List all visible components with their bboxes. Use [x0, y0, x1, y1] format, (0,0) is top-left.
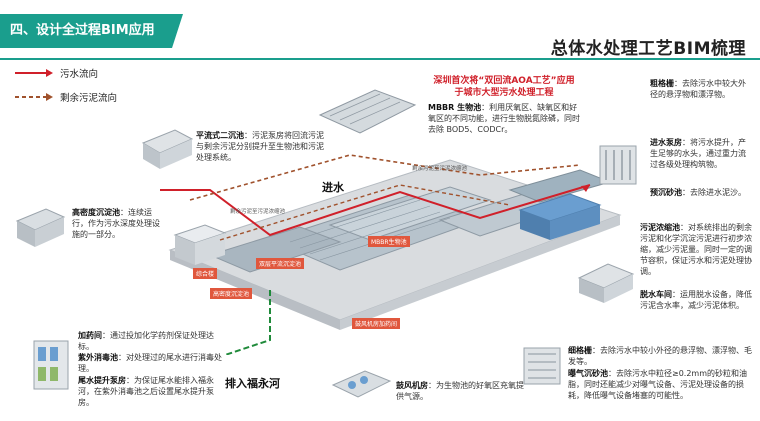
page-title: 总体水处理工艺BIM梳理	[550, 39, 746, 59]
note-aerated-grit: 曝气沉砂池：去除污水中粒径≥0.2mm的砂粒和油脂，同时还能减少对曝气设备、污泥…	[568, 368, 753, 401]
note-mbbr: MBBR 生物池：利用厌氧区、缺氧区和好氧区的不同功能，进行生物脱氮除磷，同时去…	[428, 102, 583, 135]
note-sedimentation: 平流式二沉池：污泥泵房将回流污泥与剩余污泥分别提升至生物池和污泥处理系统。	[196, 130, 328, 163]
note-blower-text: ：为生物池的好氧区充氧提供气源。	[396, 381, 524, 401]
note-pre-sand-title: 预沉砂池	[650, 188, 682, 197]
note-thickener-text: ：对系统排出的剩余污泥和化学沉淀污泥进行初步浓缩，减少污泥量。同时一定的调节容积…	[640, 223, 752, 276]
note-inlet-pump-title: 进水泵房	[650, 138, 682, 147]
high-density-thumbnail	[15, 208, 66, 247]
note-aerated-grit-title: 曝气沉砂池	[568, 369, 608, 378]
note-tail-pump-text: ：为保证尾水能排入福永河，在紫外消毒池之后设置尾水提升泵房。	[78, 376, 214, 407]
tag-mbbr: MBBR生物池	[368, 236, 410, 247]
coarse-screen-thumbnail	[599, 145, 637, 185]
note-high-density: 高密度沉淀池：连续运行，作为污水深度处理设施的一部分。	[72, 207, 162, 240]
blower-thumbnail	[331, 370, 392, 398]
note-blower-title: 鼓风机房	[396, 381, 428, 390]
note-dewatering-text: ：运用脱水设备，降低污泥含水率，减少污泥体积。	[640, 290, 752, 310]
note-dewatering: 脱水车间：运用脱水设备，降低污泥含水率，减少污泥体积。	[640, 289, 755, 311]
tag-double-sed: 双层平流沉淀池	[256, 258, 305, 269]
dosing-thumbnail	[33, 340, 69, 390]
tag-office: 综合楼	[193, 268, 218, 279]
note-dosing-text: ：通过投加化学药剂保证处理达标。	[78, 331, 214, 351]
legend-sludge-label: 剩余污泥流向	[60, 93, 118, 104]
aoa-callout: 深圳首次将“双回流AOA工艺”应用 于城市大型污水处理工程	[418, 75, 590, 99]
mbbr-thumbnail	[318, 89, 417, 134]
note-sedimentation-title: 平流式二沉池	[196, 131, 244, 140]
note-aerated-grit-text: ：去除污水中粒径≥0.2mm的砂粒和油脂，同时还能减少对曝气设备、污泥处理设备的…	[568, 369, 748, 400]
title-divider	[0, 58, 760, 60]
plant-model-image	[160, 154, 622, 355]
legend-sludge: 剩余污泥流向	[14, 90, 117, 104]
note-dosing: 加药间：通过投加化学药剂保证处理达标。	[78, 330, 228, 352]
note-fine-screen-title: 细格栅	[568, 346, 592, 355]
note-fine-screen-text: ：去除污水中较小外径的悬浮物、漂浮物、毛发等。	[568, 346, 752, 366]
secondary-sed-thumbnail	[141, 129, 194, 169]
note-pre-sand-text: ：去除进水泥沙。	[682, 188, 746, 197]
route-sludge-1: 剩余污泥至污泥浓缩池	[230, 209, 286, 215]
callout-line-2: 于城市大型污水处理工程	[454, 88, 554, 98]
note-tail-pump-title: 尾水提升泵房	[78, 376, 126, 385]
note-uv-title: 紫外消毒池	[78, 353, 118, 362]
callout-line-1: 深圳首次将“双回流AOA工艺”应用	[433, 76, 575, 86]
outlet-label: 排入福永河	[225, 377, 280, 390]
note-blower: 鼓风机房：为生物池的好氧区充氧提供气源。	[396, 380, 526, 402]
section-tab: 四、设计全过程BIM应用	[0, 14, 183, 48]
note-dewatering-title: 脱水车间	[640, 290, 672, 299]
note-coarse-screen-title: 粗格栅	[650, 79, 674, 88]
tag-blower: 鼓风机房加药间	[352, 318, 401, 329]
note-mbbr-text: ：利用厌氧区、缺氧区和好氧区的不同功能，进行生物脱氮除磷，同时去除 BOD5、C…	[428, 103, 580, 134]
note-uv: 紫外消毒池：对处理过的尾水进行消毒处理。	[78, 352, 228, 374]
note-inlet-pump: 进水泵房：将污水提升，产生足够的水头，通过重力流过各级处理构筑物。	[650, 137, 750, 170]
sewage-arrow-icon	[15, 69, 53, 77]
sludge-arrow-icon	[15, 93, 53, 101]
legend-sewage: 污水流向	[14, 66, 98, 80]
note-coarse-screen: 粗格栅：去除污水中较大外径的悬浮物和漂浮物。	[650, 78, 750, 100]
note-inlet-pump-text: ：将污水提升，产生足够的水头，通过重力流过各级处理构筑物。	[650, 138, 746, 169]
note-sedimentation-text: ：污泥泵房将回流污泥与剩余污泥分别提升至生物池和污泥处理系统。	[196, 131, 324, 162]
thickener-thumbnail	[577, 263, 635, 303]
note-thickener-title: 污泥浓缩池	[640, 223, 680, 232]
note-high-density-text: ：连续运行，作为污水深度处理设施的一部分。	[72, 208, 160, 239]
note-thickener: 污泥浓缩池：对系统排出的剩余污泥和化学沉淀污泥进行初步浓缩，减少污泥量。同时一定…	[640, 222, 755, 277]
note-high-density-title: 高密度沉淀池	[72, 208, 120, 217]
legend-sewage-label: 污水流向	[60, 69, 99, 80]
note-fine-screen: 细格栅：去除污水中较小外径的悬浮物、漂浮物、毛发等。	[568, 345, 753, 367]
inlet-label: 进水	[322, 181, 344, 194]
note-tail-pump: 尾水提升泵房：为保证尾水能排入福永河，在紫外消毒池之后设置尾水提升泵房。	[78, 375, 228, 408]
route-sludge-2: 剩余污泥至污泥浓缩池	[412, 166, 468, 172]
tag-high-density: 高密度沉淀池	[210, 288, 253, 299]
fine-screen-thumbnail	[523, 347, 561, 385]
note-coarse-screen-text: ：去除污水中较大外径的悬浮物和漂浮物。	[650, 79, 746, 99]
note-mbbr-title: MBBR 生物池	[428, 103, 482, 112]
note-uv-text: ：对处理过的尾水进行消毒处理。	[78, 353, 222, 373]
note-pre-sand: 预沉砂池：去除进水泥沙。	[650, 187, 750, 198]
note-dosing-title: 加药间	[78, 331, 102, 340]
